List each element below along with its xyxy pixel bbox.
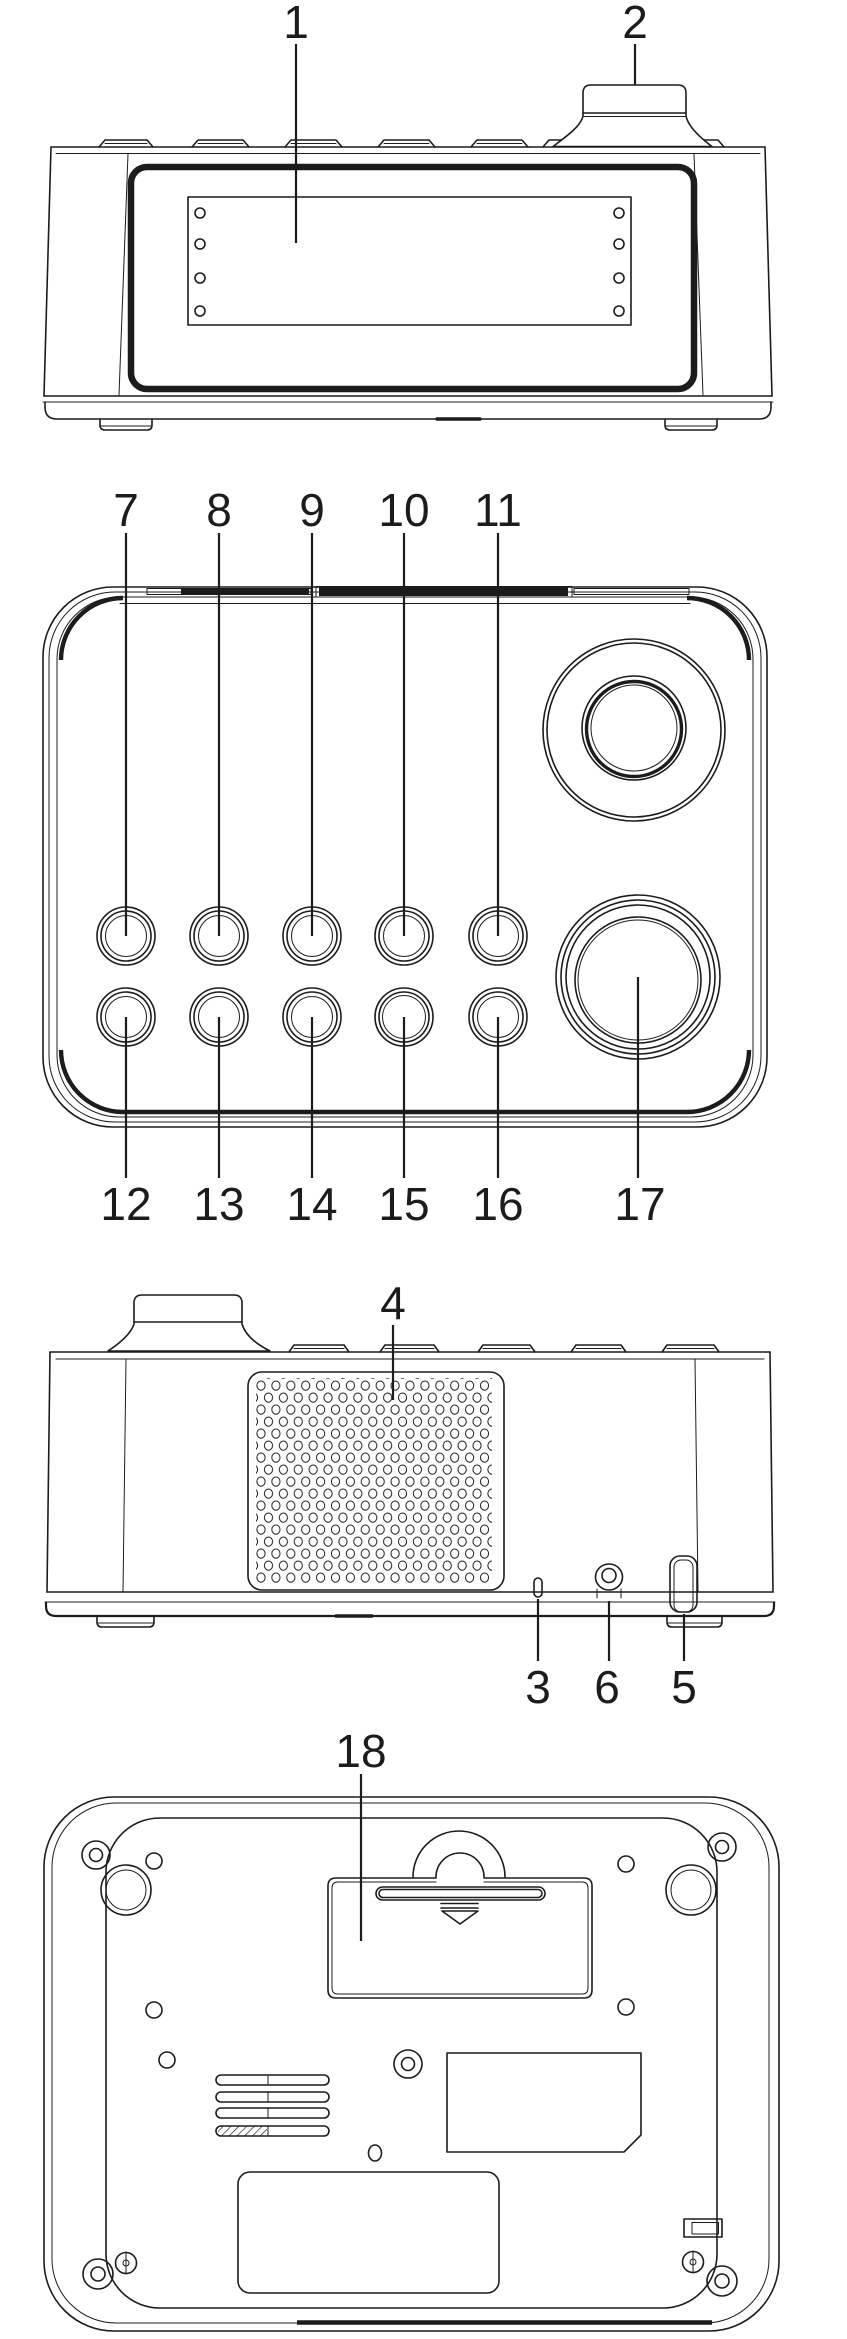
back-view xyxy=(44,1294,776,1661)
front-view xyxy=(42,44,774,431)
button-8 xyxy=(189,906,249,966)
button-9 xyxy=(282,906,342,966)
door-handle-slot xyxy=(375,1886,546,1901)
audio-jack xyxy=(594,1563,624,1599)
callout-7: 7 xyxy=(113,484,139,536)
knob-top-rings xyxy=(542,638,726,822)
corner-screws-bottom xyxy=(82,2250,738,2297)
callout-12: 12 xyxy=(100,1178,152,1230)
leader-lines-top-upper xyxy=(124,533,500,936)
cabinet-back xyxy=(44,1351,776,1618)
callout-10: 10 xyxy=(378,484,430,536)
callout-16: 16 xyxy=(472,1178,524,1230)
rotary-knob-17 xyxy=(555,894,721,1060)
button-16 xyxy=(468,987,528,1047)
vent-slots xyxy=(215,2074,330,2137)
label-recess-upper xyxy=(446,2052,642,2153)
battery-compartment xyxy=(327,1830,593,1999)
button-12 xyxy=(96,987,156,1047)
callout-1: 1 xyxy=(283,0,309,48)
callout-9: 9 xyxy=(299,484,325,536)
callout-6: 6 xyxy=(594,1661,620,1713)
strap-loop xyxy=(669,1555,698,1613)
serial-window xyxy=(683,2218,723,2238)
top-edge-buttons-back xyxy=(288,1344,720,1353)
knob-front xyxy=(552,84,713,148)
bottom-screw-holes xyxy=(145,1998,635,2162)
thumb-recess-arc xyxy=(412,1830,506,1878)
button-11 xyxy=(468,906,528,966)
front-feet xyxy=(99,418,718,431)
thumb-recess-arc-inner xyxy=(435,1852,485,1878)
callout-13: 13 xyxy=(193,1178,245,1230)
bottom-body-outline xyxy=(43,1796,780,2332)
callout-11: 11 xyxy=(474,484,522,536)
callout-17: 17 xyxy=(614,1178,666,1230)
button-7 xyxy=(96,906,156,966)
open-direction-arrow xyxy=(440,1902,479,1925)
callout-2: 2 xyxy=(622,0,648,48)
leader-lines-back xyxy=(536,1599,686,1661)
leader-lines-top-lower xyxy=(124,977,640,1178)
speaker-grille xyxy=(247,1371,505,1591)
button-10 xyxy=(374,906,434,966)
bottom-view xyxy=(43,1774,780,2332)
button-grid-top xyxy=(96,906,528,1047)
rubber-feet-bottom xyxy=(100,1864,717,1916)
display-window xyxy=(187,196,632,326)
display-bezel xyxy=(127,163,698,393)
top-edge-slots xyxy=(146,586,690,598)
callout-18: 18 xyxy=(335,1725,387,1777)
label-recess-lower xyxy=(237,2171,500,2294)
mic-hole xyxy=(533,1577,543,1598)
callout-8: 8 xyxy=(206,484,232,536)
callout-3: 3 xyxy=(525,1661,551,1713)
knob-back xyxy=(107,1294,271,1352)
top-view xyxy=(42,533,768,1178)
callout-5: 5 xyxy=(671,1661,697,1713)
back-feet xyxy=(96,1615,723,1628)
callout-15: 15 xyxy=(378,1178,430,1230)
button-14 xyxy=(282,987,342,1047)
button-15 xyxy=(374,987,434,1047)
callout-14: 14 xyxy=(286,1178,338,1230)
corner-screws-top xyxy=(81,1832,737,1873)
button-13 xyxy=(189,987,249,1047)
callout-4: 4 xyxy=(380,1277,406,1329)
cabinet-front xyxy=(42,146,774,421)
display-indicator-dots xyxy=(194,207,625,317)
